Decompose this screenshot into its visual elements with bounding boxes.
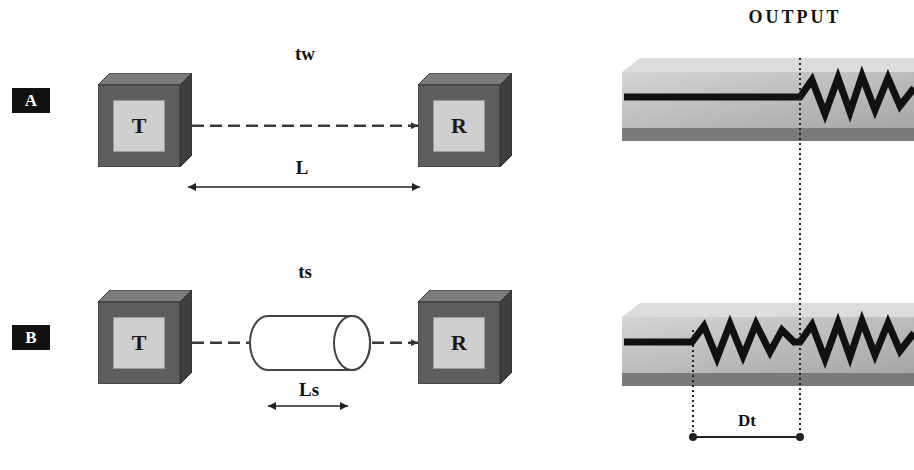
cube-side (500, 73, 512, 167)
cube-side (180, 73, 192, 167)
cube-top (418, 73, 512, 85)
row-letter: A (25, 92, 37, 109)
cube-side (500, 290, 512, 384)
cylinder-body (250, 316, 370, 370)
row-tag: A (12, 88, 50, 113)
cube-front (98, 85, 180, 167)
device-letter: T (132, 115, 147, 137)
device-letter: R (451, 115, 467, 137)
bracket-dot (796, 433, 804, 441)
delay-bracket (693, 436, 800, 438)
device-face: R (433, 100, 485, 152)
cube-top (98, 290, 192, 302)
device-face: T (113, 317, 165, 369)
panel-face (622, 72, 914, 128)
device-box: T (98, 290, 192, 384)
output-panel (622, 58, 914, 141)
device-box: T (98, 73, 192, 167)
panel-bevel (622, 58, 914, 72)
output-panel (622, 303, 914, 386)
cube-front (418, 302, 500, 384)
annotation-label: L (296, 158, 309, 177)
panel-face (622, 317, 914, 373)
device-face: R (433, 317, 485, 369)
annotation-label: Dt (738, 412, 756, 429)
dimension-arrow (268, 405, 348, 407)
device-face: T (113, 100, 165, 152)
cube-front (418, 85, 500, 167)
signal-trace (624, 76, 914, 114)
sample-cylinder (250, 316, 370, 370)
cube-top (98, 73, 192, 85)
annotation-label: Ls (299, 380, 319, 399)
cube-front (98, 302, 180, 384)
cube-top (418, 290, 512, 302)
row-tag: B (12, 325, 50, 350)
device-box: R (418, 73, 512, 167)
row-letter: B (25, 329, 36, 346)
signal-trace (624, 321, 914, 359)
dimension-arrow (188, 186, 420, 188)
cube-side (180, 290, 192, 384)
bracket-dot (689, 433, 697, 441)
device-letter: R (451, 332, 467, 354)
device-letter: T (132, 332, 147, 354)
annotation-label: tw (295, 44, 315, 63)
device-box: R (418, 290, 512, 384)
cylinder-end (334, 316, 370, 370)
dotted-guide (692, 330, 694, 437)
panel-bevel (622, 303, 914, 317)
panel-edge (622, 128, 914, 141)
panel-edge (622, 373, 914, 386)
signal-path (192, 124, 418, 127)
dotted-guide (799, 58, 801, 437)
annotation-label: ts (298, 262, 312, 281)
annotation-label: OUTPUT (748, 8, 841, 26)
